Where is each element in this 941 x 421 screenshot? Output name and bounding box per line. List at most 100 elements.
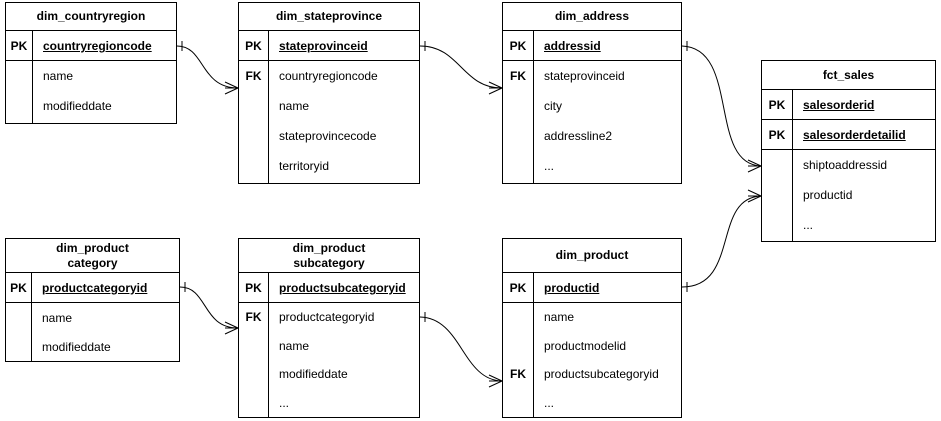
entity-field-name: ... [544, 395, 555, 410]
entity-title: dim_address [503, 3, 681, 31]
key-type-label [503, 303, 533, 332]
entity-field-name: modifieddate [43, 99, 112, 113]
entity-field-name: ... [803, 218, 814, 232]
relationship-line [681, 45, 762, 167]
relationship-product-to-fctsales[interactable] [681, 189, 762, 292]
key-type-label [239, 121, 268, 151]
key-type-label [239, 332, 268, 361]
entity-field-name: productid [544, 281, 600, 295]
entity-title: dim_stateprovince [239, 3, 419, 31]
entity-key-row[interactable]: PK stateprovinceid [239, 31, 419, 61]
attribute-name-column: name modifieddate [33, 61, 176, 123]
entity-field-name: productsubcategoryid [544, 367, 659, 382]
entity-key-row[interactable]: PK productcategoryid [6, 273, 179, 303]
key-type-column [6, 61, 33, 123]
key-type-column: FK [239, 303, 269, 417]
entity-field-name: name [279, 99, 310, 113]
entity-field-name: name [42, 310, 73, 325]
key-type-label: PK [503, 273, 534, 302]
cardinality-many-marker [224, 81, 239, 95]
key-type-label [762, 210, 792, 240]
cardinality-many-marker [224, 321, 239, 335]
entity-title: dim_countryregion [6, 3, 176, 31]
entity-field-name: ... [279, 395, 290, 410]
entity-title: dim_product [503, 239, 681, 273]
entity-field-name: productsubcategoryid [279, 281, 406, 295]
entity-field-name: productid [803, 188, 853, 202]
key-type-label [503, 151, 533, 181]
key-type-label [503, 121, 533, 151]
attribute-name-column: name modifieddate [32, 303, 179, 361]
relationship-productcategory-to-subcategory[interactable] [179, 282, 239, 335]
key-type-column [6, 303, 32, 361]
relationship-subcategory-to-product[interactable] [419, 312, 503, 388]
entity-field-name: shiptoaddressid [803, 158, 888, 172]
key-type-label [239, 389, 268, 418]
entity-field-name: productcategoryid [279, 310, 375, 325]
entity-attribute-block: shiptoaddressid productid... [762, 150, 935, 241]
entity-field-name: name [43, 69, 74, 83]
entity-field-name: stateprovinceid [544, 69, 625, 83]
entity-field-name: addressid [544, 39, 601, 53]
key-type-column: FK [503, 303, 534, 417]
entity-field-name: countryregioncode [279, 69, 378, 83]
key-type-column: FK [503, 61, 534, 183]
relationship-countryregion-to-stateprovince[interactable] [176, 41, 239, 95]
entity-field-name: addressline2 [544, 129, 613, 143]
key-type-label [6, 332, 31, 361]
entity-field-name: modifieddate [42, 339, 111, 354]
entity-key-row[interactable]: PK addressid [503, 31, 681, 61]
key-type-label: PK [762, 90, 793, 119]
key-type-label [503, 389, 533, 418]
entity-field-name: stateprovinceid [279, 39, 368, 53]
entity-field-name: countryregioncode [43, 39, 152, 53]
key-type-label [503, 91, 533, 121]
key-type-label: FK [245, 69, 262, 83]
entity-key-row[interactable]: PK productid [503, 273, 681, 303]
key-type-label: FK [510, 367, 526, 382]
entity-attribute-block: name modifieddate [6, 61, 176, 123]
relationship-stateprovince-to-address[interactable] [419, 41, 503, 95]
entity-field-name: stateprovincecode [279, 129, 377, 143]
cardinality-many-marker [488, 81, 503, 95]
entity-field-name: salesorderdetailid [803, 128, 906, 142]
key-type-column [762, 150, 793, 241]
entity-title: fct_sales [762, 61, 935, 90]
key-type-label: PK [239, 31, 269, 60]
entity-field-name: salesorderid [803, 98, 875, 112]
relationship-line [419, 45, 503, 89]
key-type-label: PK [6, 31, 33, 60]
key-type-label: PK [6, 273, 32, 302]
entity-key-row[interactable]: PK productsubcategoryid [239, 273, 419, 303]
key-type-label [6, 303, 31, 332]
key-type-label [762, 150, 792, 180]
key-type-label: PK [503, 31, 534, 60]
relationship-line [176, 45, 239, 89]
key-type-label [239, 91, 268, 121]
attribute-name-column: productcategoryid name modifieddate... [269, 303, 419, 417]
relationship-address-to-fctsales[interactable] [681, 41, 762, 173]
entity-key-row[interactable]: PK salesorderid [762, 90, 935, 120]
key-type-label [762, 180, 792, 210]
entity-field-name: modifieddate [279, 367, 348, 382]
key-type-label: FK [245, 310, 262, 325]
key-type-label: PK [239, 273, 269, 302]
cardinality-many-marker [747, 159, 762, 173]
entity-field-name: productcategoryid [42, 281, 148, 295]
entity-key-row[interactable]: PK countryregioncode [6, 31, 176, 61]
key-type-label [6, 61, 32, 91]
entity-field-name: name [279, 338, 310, 353]
entity-attribute-block: FK productcategoryid name modifieddate... [239, 303, 419, 417]
